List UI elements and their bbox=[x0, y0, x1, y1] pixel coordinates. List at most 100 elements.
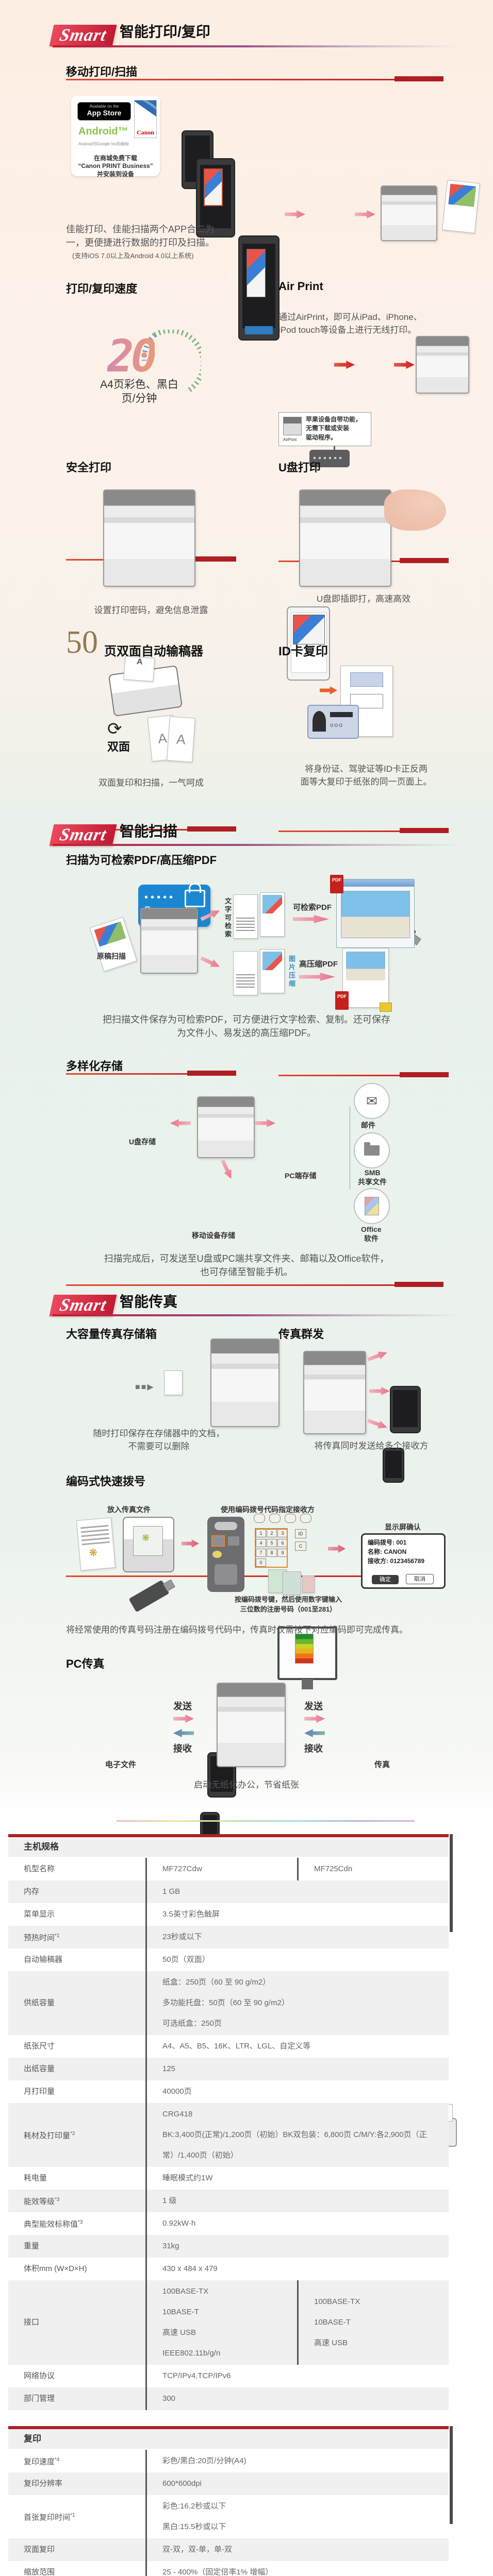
keypad-key: 9 bbox=[277, 1549, 288, 1557]
spec-label: 机型名称 bbox=[24, 1865, 55, 1873]
fax-doc-icon: ❋ bbox=[76, 1517, 116, 1571]
control-panel-icon bbox=[207, 1517, 244, 1592]
spec-value: 300 bbox=[162, 2394, 176, 2403]
spec-label: 首张复印时间*1 bbox=[24, 2513, 75, 2522]
airprint-printer-icon bbox=[283, 417, 302, 435]
duplex-label: 双面 bbox=[107, 740, 130, 753]
spec-value: TCP/IPv4,TCP/IPv6 bbox=[162, 2371, 231, 2380]
spec-label: 缩放范围 bbox=[24, 2568, 55, 2576]
pdf-window bbox=[336, 879, 415, 948]
android-badge: Android™ bbox=[78, 126, 128, 137]
fax-memory-title: 大容量传真存储箱 bbox=[66, 1328, 157, 1341]
cancel-button: 取消 bbox=[406, 1574, 434, 1584]
spec-row: 供纸容量纸盒：250页（60 至 90 g/m2） 多功能托盘：50页（60 至… bbox=[8, 1971, 449, 2035]
spec-value: A4、A5、B5、16K、LTR、LGL、自定义等 bbox=[162, 2042, 311, 2050]
router-icon bbox=[309, 436, 350, 467]
office-label: Office 软件 bbox=[361, 1225, 382, 1243]
receive-label: 接收 bbox=[173, 1743, 192, 1754]
green-page-icon bbox=[283, 1571, 301, 1595]
fax-memory-caption: 随时打印保存在存储器中的文档， 不需要可以删除 bbox=[93, 1429, 225, 1451]
branch1-label: 文字可检索 bbox=[224, 897, 232, 939]
keypad-key: 0 bbox=[256, 1558, 266, 1567]
secure-title: 安全打印 bbox=[66, 461, 112, 474]
speed-caption-1: A4页彩色、黑白 bbox=[100, 379, 178, 391]
office-circle-icon bbox=[354, 1188, 390, 1224]
spec-label: 能效等级*3 bbox=[24, 2197, 60, 2206]
canon-flyer: Business Canon bbox=[134, 100, 157, 138]
spec-value: 100BASE-TX 10BASE-T 高速 USB bbox=[297, 2280, 449, 2365]
fax-broadcast-title: 传真群发 bbox=[278, 1328, 324, 1341]
spec-label: 纸张尺寸 bbox=[24, 2042, 55, 2050]
spec-value: MF725Cdn bbox=[297, 1858, 449, 1880]
id-key: ID bbox=[295, 1529, 306, 1538]
spec-label: 自动输稿器 bbox=[24, 1955, 63, 1964]
fax-display-screen: 编码拨号: 001 名称: CANON 接收方: 0123456789 确定 取… bbox=[361, 1533, 446, 1589]
section-title: 智能打印/复印 bbox=[120, 24, 210, 40]
send-label: 发送 bbox=[304, 1701, 323, 1711]
keypad-key: 1 bbox=[256, 1529, 266, 1537]
panel-oval-keys bbox=[254, 1514, 316, 1524]
printer-icon bbox=[103, 489, 195, 587]
pdf-icon: PDF bbox=[330, 875, 343, 893]
idcard-title: ID卡复印 bbox=[278, 645, 328, 658]
usb-storage-label: U盘存储 bbox=[129, 1138, 156, 1146]
speed-caption-2: 页/分钟 bbox=[121, 393, 157, 404]
mail-label: 邮件 bbox=[361, 1121, 375, 1129]
spec-value: 纸盒：250页（60 至 90 g/m2） 多功能托盘：50页（60 至 90 … bbox=[162, 1978, 289, 2028]
spec-value: 1 级 bbox=[162, 2196, 177, 2205]
spec-label: 出纸容量 bbox=[24, 2064, 55, 2073]
phone-icon bbox=[383, 1448, 404, 1483]
storage-paragraph: 扫描完成后，可发送至U盘或PC端共享文件夹、邮箱以及Office软件， 也可存储… bbox=[104, 1253, 389, 1278]
pcfax-title: PC传真 bbox=[66, 1657, 105, 1670]
doc-icon bbox=[164, 1370, 183, 1395]
dots-arrow: ■■▶ bbox=[135, 1383, 155, 1392]
pdf-paragraph: 把扫描文件保存为可检索PDF，可方便进行文字检索、复制。还可保存 为文件小、易发… bbox=[103, 1014, 390, 1039]
c-key: C bbox=[295, 1541, 306, 1551]
rainbow-divider bbox=[117, 1820, 415, 1822]
mobile-note: (支持iOS 7.0以上及Android 4.0以上系统) bbox=[72, 252, 194, 260]
receive-label: 接收 bbox=[304, 1743, 323, 1754]
spec-value: 31kg bbox=[162, 2242, 179, 2250]
subsection-title: 移动打印/扫描 bbox=[66, 65, 138, 78]
spec-value: 100BASE-TX 10BASE-T 高速 USB IEEE802.11b/g… bbox=[162, 2287, 221, 2358]
coded-note: 按编码拨号键，然后使用数字键输入 三位数的注册号码（001至281） bbox=[234, 1596, 342, 1613]
spec-label: 典型能效标称值*3 bbox=[24, 2219, 83, 2229]
printer-icon bbox=[299, 489, 391, 587]
spec-value: 彩色/黑白:20页/分钟(A4) bbox=[162, 2456, 247, 2465]
printer-icon bbox=[217, 1683, 286, 1767]
id-card-icon: ooo bbox=[307, 705, 359, 739]
print-preview-screen-icon bbox=[238, 235, 280, 341]
spec-value: 40000页 bbox=[162, 2087, 192, 2096]
pink-page-icon bbox=[302, 1575, 315, 1593]
keypad-key: 7 bbox=[256, 1549, 266, 1557]
speed-title: 打印/复印速度 bbox=[66, 282, 138, 295]
keypad-key: 8 bbox=[267, 1549, 277, 1557]
mobile-storage-label: 移动设备存储 bbox=[192, 1231, 235, 1240]
spec-value: 50页（双面） bbox=[162, 1955, 210, 1964]
spec-row: 双面复印双-双，双-单，单-双 bbox=[8, 2538, 449, 2561]
mail-circle-icon: ✉ bbox=[354, 1083, 390, 1119]
header-underline bbox=[53, 844, 459, 846]
keypad-key: 2 bbox=[267, 1529, 277, 1537]
spec-section-title: 主机规格 bbox=[8, 1837, 449, 1858]
ok-button: 确定 bbox=[372, 1575, 399, 1584]
printer-icon bbox=[210, 1338, 280, 1427]
smb-label: SMB 共享文件 bbox=[358, 1168, 387, 1186]
speed-arc-icon bbox=[141, 330, 201, 394]
keypad-key: 6 bbox=[277, 1539, 288, 1547]
spec-row: 纸张尺寸 A4、A5、B5、16K、LTR、LGL、自定义等 bbox=[8, 2035, 449, 2058]
coded-step3: 显示屏确认 bbox=[385, 1523, 421, 1531]
spec-value: 双-双，双-单，单-双 bbox=[162, 2545, 232, 2554]
app-badges-card: Available on the App Store Business Cano… bbox=[71, 96, 160, 178]
android-note: Android为Google Inc的商标 bbox=[78, 142, 129, 146]
pcfax-right-label: 传真 bbox=[374, 1760, 390, 1769]
fax-broadcast-caption: 将传真同时发送给多个接收方 bbox=[314, 1441, 429, 1451]
spec-value: 25 - 400%（固定倍率1% 增幅） bbox=[162, 2568, 273, 2576]
